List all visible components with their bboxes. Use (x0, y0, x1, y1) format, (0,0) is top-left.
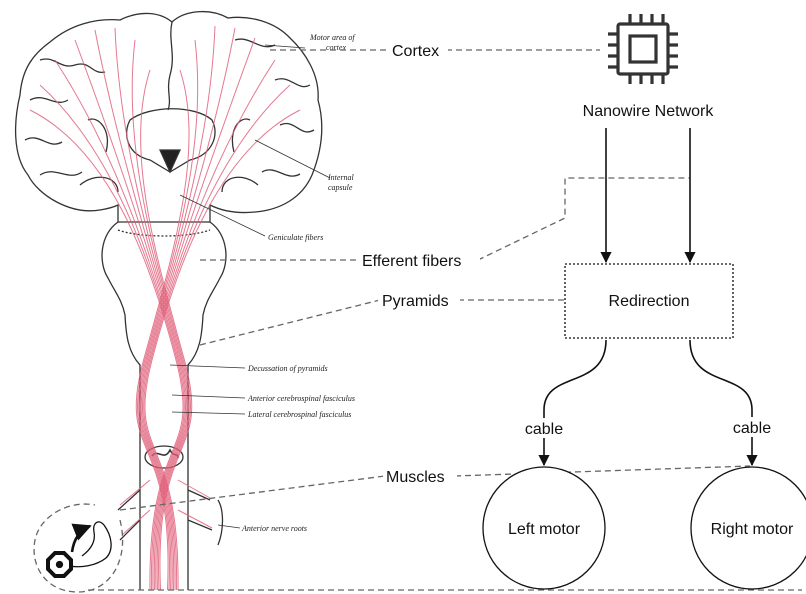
arm-muscle-icon (48, 522, 111, 576)
fiber-tracts (30, 26, 300, 590)
label-left-motor: Left motor (508, 521, 581, 538)
label-right-motor: Right motor (711, 521, 794, 538)
fiber-tract (122, 510, 150, 535)
chip-icon (608, 14, 678, 84)
label-pyramids: Pyramids (382, 293, 449, 310)
annot-decussation: Decussation of pyramids (247, 364, 328, 373)
annot-motor-area-1: Motor area of (309, 33, 356, 42)
fiber-tract (178, 510, 212, 528)
label-cable-left: cable (525, 421, 563, 438)
label-efferent-fibers: Efferent fibers (362, 253, 461, 270)
annot-internal-capsule-1: Internal (327, 173, 355, 182)
annot-anterior-fasciculus: Anterior cerebrospinal fasciculus (247, 394, 355, 403)
annot-lateral-fasciculus: Lateral cerebrospinal fasciculus (247, 410, 351, 419)
annot-geniculate: Geniculate fibers (268, 233, 323, 242)
brainstem-outline (102, 222, 226, 440)
label-muscles: Muscles (386, 469, 445, 486)
fiber-tract (178, 480, 210, 498)
label-redirection: Redirection (609, 293, 690, 310)
label-cable-right: cable (733, 420, 771, 437)
annotation-leaders (170, 45, 330, 528)
annot-nerve-roots: Anterior nerve roots (241, 524, 307, 533)
annot-internal-capsule-2: capsule (328, 183, 353, 192)
annot-motor-area-2: cortex (326, 43, 346, 52)
label-cortex: Cortex (392, 43, 439, 60)
label-nanowire-network: Nanowire Network (583, 103, 715, 120)
cerebrum-outline (16, 12, 322, 222)
fiber-tract (120, 480, 150, 505)
